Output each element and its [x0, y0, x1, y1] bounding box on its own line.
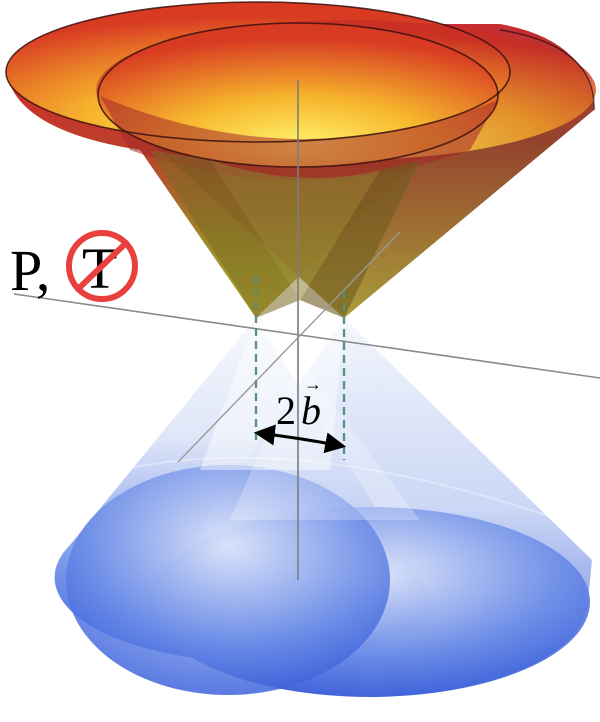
axis-horizontal	[13, 293, 600, 379]
separation-arrow	[253, 424, 347, 454]
parity-label: P,	[10, 238, 50, 303]
vector-arrow-accent: →	[304, 374, 322, 394]
axes	[13, 80, 600, 580]
symmetry-label: P, T	[10, 230, 138, 303]
node-guides	[254, 276, 346, 460]
lower-cone-left-base	[66, 465, 390, 695]
separation-coefficient: 2	[276, 388, 296, 433]
upper-cones	[5, 1, 596, 318]
separation-vector: b	[301, 388, 321, 433]
separation-annotation: 2 b →	[253, 374, 347, 454]
lower-cones	[54, 318, 592, 697]
axis-diagonal	[177, 231, 401, 463]
prohibition-slash	[75, 240, 129, 292]
